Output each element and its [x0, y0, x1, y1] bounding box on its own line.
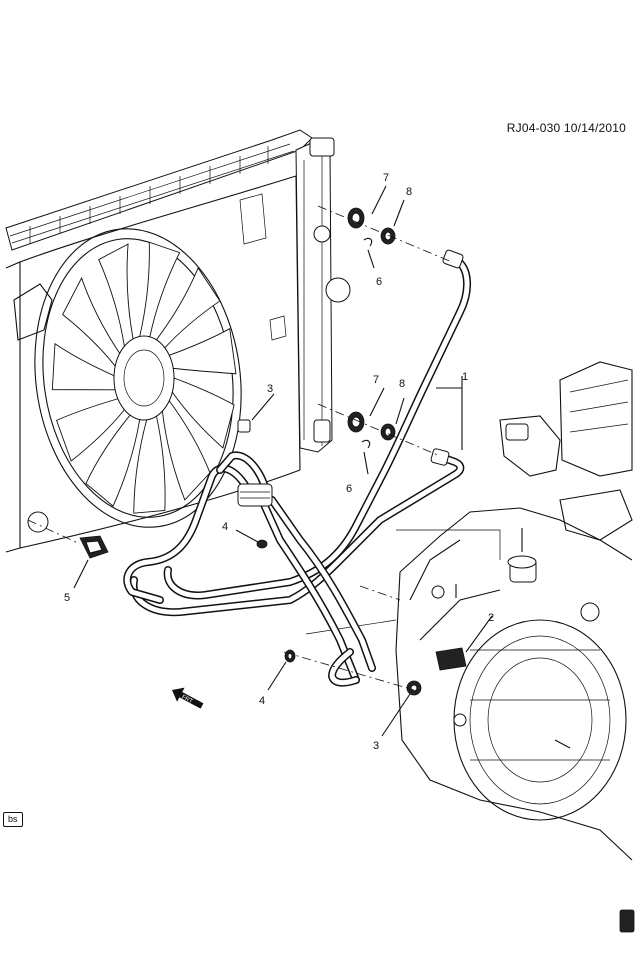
callout-4-upper: 4 [222, 521, 228, 533]
front-direction-arrow: FRT [172, 687, 204, 709]
fan-blade [51, 342, 116, 391]
callout-7-lower: 7 [373, 374, 379, 386]
callout-2: 2 [488, 612, 494, 624]
callout-4-lower: 4 [259, 695, 265, 707]
bs-tag: bs [3, 812, 23, 827]
callout-8-upper: 8 [406, 186, 412, 198]
fan-blade [155, 267, 221, 349]
leader-lines [73, 185, 493, 737]
callout-6-upper: 6 [376, 276, 382, 288]
radiator-assembly [5, 129, 351, 553]
callout-1: 1 [462, 371, 468, 383]
callout-5: 5 [64, 592, 70, 604]
fan-blade [168, 327, 237, 375]
diagram-reference: RJ04-030 10/14/2010 [506, 121, 626, 135]
fan-blade [133, 415, 166, 514]
callout-7-upper: 7 [383, 172, 389, 184]
cooling-fan [34, 228, 242, 528]
callout-3-upper: 3 [267, 383, 273, 395]
fan-blade [56, 398, 125, 462]
callout-8-lower: 8 [399, 378, 405, 390]
fittings-and-seals [79, 207, 422, 696]
cooler-lines [123, 249, 471, 687]
transmission-assembly [305, 361, 635, 933]
callout-labels: 1 2 3 3 4 4 5 6 6 7 7 8 8 [64, 172, 494, 752]
centerlines [27, 205, 453, 691]
fan-blade [85, 414, 141, 507]
fan-blade [161, 399, 211, 501]
callout-6-lower: 6 [346, 483, 352, 495]
fan-blade [62, 276, 121, 368]
fan-blade [139, 241, 181, 338]
callout-3-lower: 3 [373, 740, 379, 752]
fan-blade [98, 243, 134, 348]
fan-blade [171, 377, 235, 449]
front-arrow-label: FRT [180, 694, 193, 705]
